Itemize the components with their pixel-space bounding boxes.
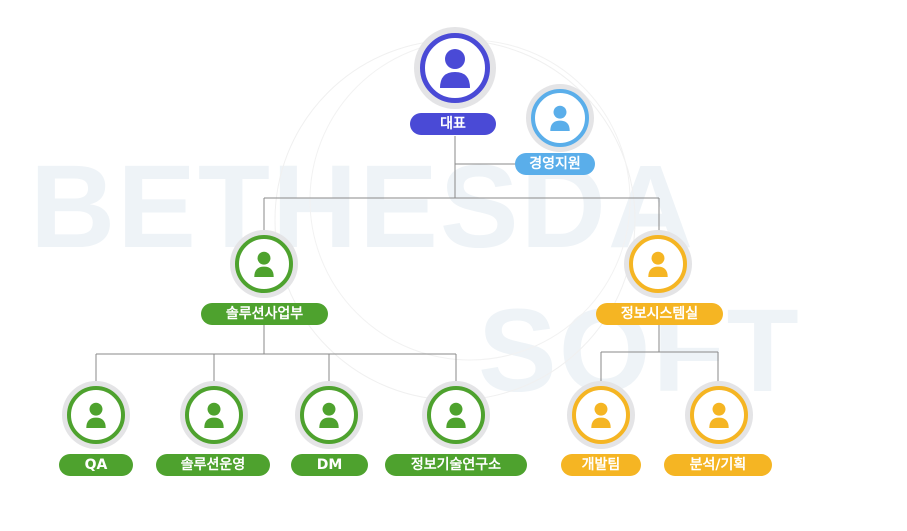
user-icon <box>427 386 485 444</box>
infosys-label: 정보시스템실 <box>596 303 723 325</box>
ceo-label: 대표 <box>410 113 496 135</box>
solution-label: 솔루션사업부 <box>201 303 328 325</box>
qa-label: QA <box>59 454 133 476</box>
user-icon <box>235 235 293 293</box>
user-icon <box>531 89 589 147</box>
lab-avatar-ring <box>422 381 490 449</box>
user-icon <box>300 386 358 444</box>
user-icon <box>572 386 630 444</box>
user-icon <box>690 386 748 444</box>
qa-avatar-ring <box>62 381 130 449</box>
user-icon <box>185 386 243 444</box>
user-icon <box>629 235 687 293</box>
user-icon <box>67 386 125 444</box>
dm-label: DM <box>291 454 368 476</box>
dm-avatar-ring <box>295 381 363 449</box>
user-icon <box>420 33 490 103</box>
dev-avatar-ring <box>567 381 635 449</box>
solops-avatar-ring <box>180 381 248 449</box>
ceo-avatar-ring <box>414 27 496 109</box>
solops-label: 솔루션운영 <box>156 454 270 476</box>
lab-label: 정보기술연구소 <box>385 454 527 476</box>
infosys-avatar-ring <box>624 230 692 298</box>
solution-avatar-ring <box>230 230 298 298</box>
mgmt-avatar-ring <box>526 84 594 152</box>
dev-label: 개발팀 <box>561 454 641 476</box>
plan-label: 분석/기획 <box>664 454 772 476</box>
plan-avatar-ring <box>685 381 753 449</box>
mgmt-label: 경영지원 <box>515 153 595 175</box>
